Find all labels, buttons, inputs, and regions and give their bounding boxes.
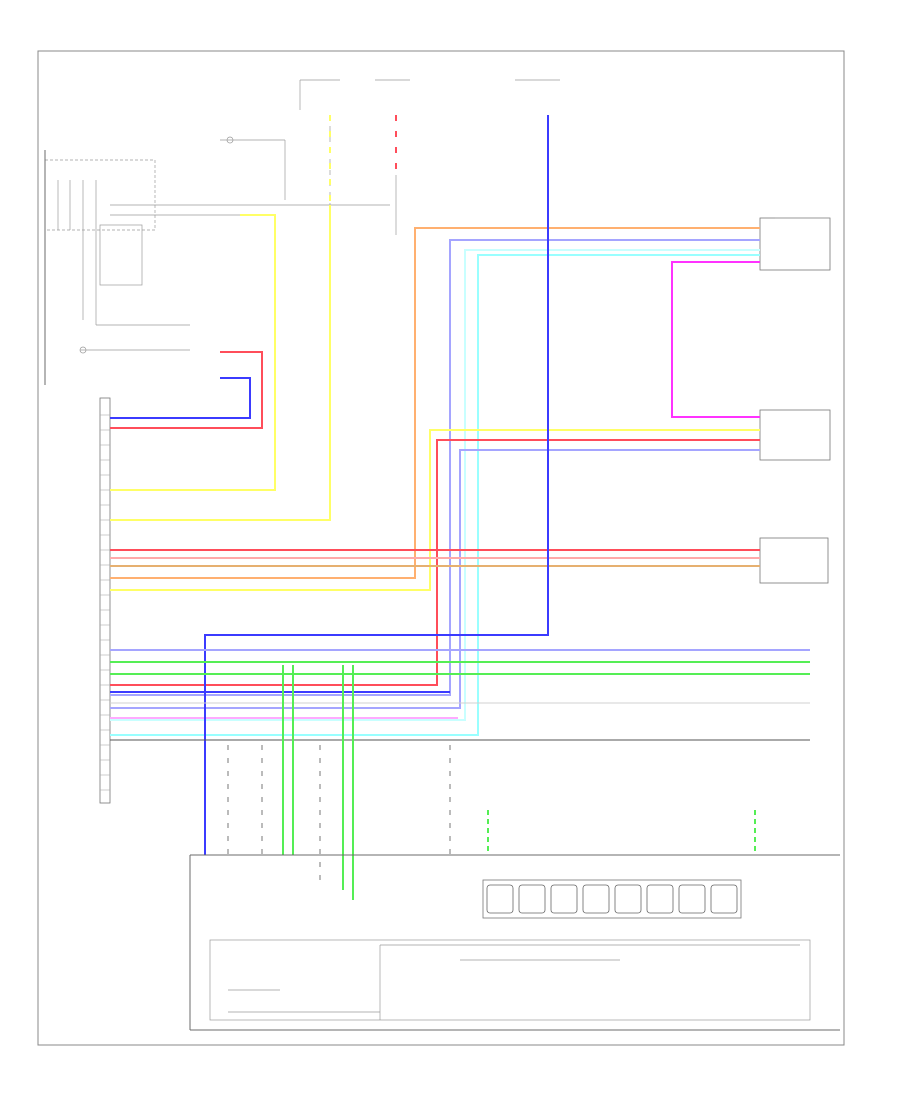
wire-yellow-upper bbox=[110, 214, 276, 491]
harness-wires bbox=[110, 115, 810, 900]
wire-magenta-loop bbox=[671, 261, 760, 418]
wire-red-heater bbox=[110, 439, 760, 686]
diagram-border bbox=[37, 50, 845, 1046]
wire-red-upper bbox=[110, 351, 263, 429]
wire-orange-long bbox=[110, 227, 760, 579]
bottom-occupant-sensor bbox=[189, 854, 840, 1031]
wire-blue-fuse bbox=[204, 115, 549, 855]
right-lumbar-motor bbox=[759, 217, 831, 271]
control-module-pins bbox=[100, 414, 110, 791]
right-seat-heater bbox=[759, 409, 831, 461]
wire-blue-upper bbox=[110, 377, 251, 419]
control-module-pin-strip bbox=[99, 397, 111, 804]
sensor-elements bbox=[486, 884, 738, 914]
left-control-module bbox=[99, 397, 111, 804]
wire-blue-heater bbox=[110, 449, 760, 709]
wire-lavender-long bbox=[110, 239, 760, 696]
top-left-switch-section bbox=[44, 136, 390, 385]
right-recline-motor bbox=[759, 537, 829, 584]
left-switch-bracket bbox=[99, 224, 143, 286]
switch-contact-icon bbox=[79, 346, 87, 354]
bottom-drops bbox=[227, 745, 451, 885]
right-connectors bbox=[759, 217, 831, 584]
left-seat-switch-box bbox=[44, 159, 156, 231]
wire-yellow-mid bbox=[110, 205, 331, 521]
top-fuse-feeds bbox=[299, 79, 560, 235]
switch-contact-top-icon bbox=[226, 136, 234, 144]
sensor-inner-frame bbox=[209, 939, 811, 1021]
wire-yellow-heater bbox=[110, 429, 760, 591]
wire-cyan-2 bbox=[110, 249, 760, 721]
